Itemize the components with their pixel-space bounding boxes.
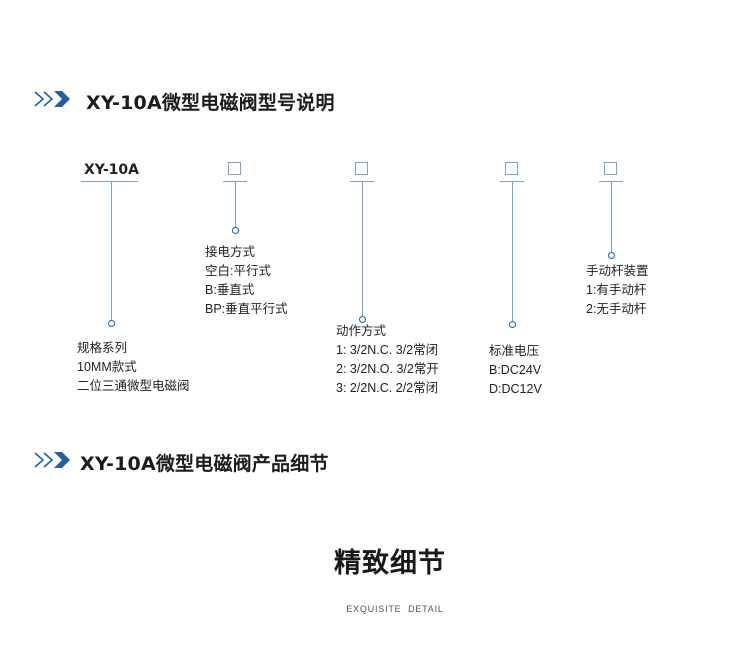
connector-dot [608,252,615,259]
box-underline [350,181,374,182]
manual-line: 2:无手动杆 [586,302,647,316]
spec-line: 10MM款式 [77,360,137,374]
option-box-connection [228,162,241,175]
connector-line [611,182,612,252]
connector-dot [359,316,366,323]
voltage-description: 标准电压 B:DC24V D:DC12V [489,342,542,399]
action-line: 2: 3/2N.O. 3/2常开 [336,362,439,376]
connector-line [512,182,513,321]
connection-line: 空白:平行式 [205,264,271,278]
spec-description: 规格系列 10MM款式 二位三通微型电磁阀 [77,339,190,396]
box-underline [223,181,247,182]
manual-line: 1:有手动杆 [586,283,647,297]
detail-heading: 精致细节 [334,548,446,579]
action-line: 3: 2/2N.C. 2/2常闭 [336,381,439,395]
model-code: XY-10A [84,162,140,178]
connector-line [362,182,363,316]
section-title-detail: XY-10A微型电磁阀产品细节 [80,453,329,475]
box-underline [599,181,623,182]
connector-dot [232,227,239,234]
option-box-voltage [505,162,518,175]
option-box-manual [604,162,617,175]
model-underline [81,181,138,182]
connection-line: 接电方式 [205,245,256,259]
voltage-line: 标准电压 [489,344,540,358]
detail-subheading: EXQUISITE DETAIL [346,604,444,614]
connector-line [235,182,236,227]
manual-line: 手动杆装置 [586,264,649,278]
section-chevron-icon [33,90,73,113]
connector-dot [509,321,516,328]
connector-line [111,182,112,320]
action-description: 动作方式 1: 3/2N.C. 3/2常闭 2: 3/2N.O. 3/2常开 3… [336,322,439,398]
section-title-model: XY-10A微型电磁阀型号说明 [86,92,335,114]
spec-line: 规格系列 [77,341,128,355]
action-line: 1: 3/2N.C. 3/2常闭 [336,343,439,357]
connection-description: 接电方式 空白:平行式 B:垂直式 BP:垂直平行式 [205,243,288,319]
connector-dot [108,320,115,327]
box-underline [500,181,524,182]
spec-line: 二位三通微型电磁阀 [77,379,190,393]
connection-line: BP:垂直平行式 [205,302,288,316]
connection-line: B:垂直式 [205,283,255,297]
option-box-action [355,162,368,175]
voltage-line: B:DC24V [489,363,542,377]
voltage-line: D:DC12V [489,382,542,396]
manual-description: 手动杆装置 1:有手动杆 2:无手动杆 [586,262,649,319]
action-line: 动作方式 [336,324,387,338]
section-chevron-icon [33,451,73,474]
